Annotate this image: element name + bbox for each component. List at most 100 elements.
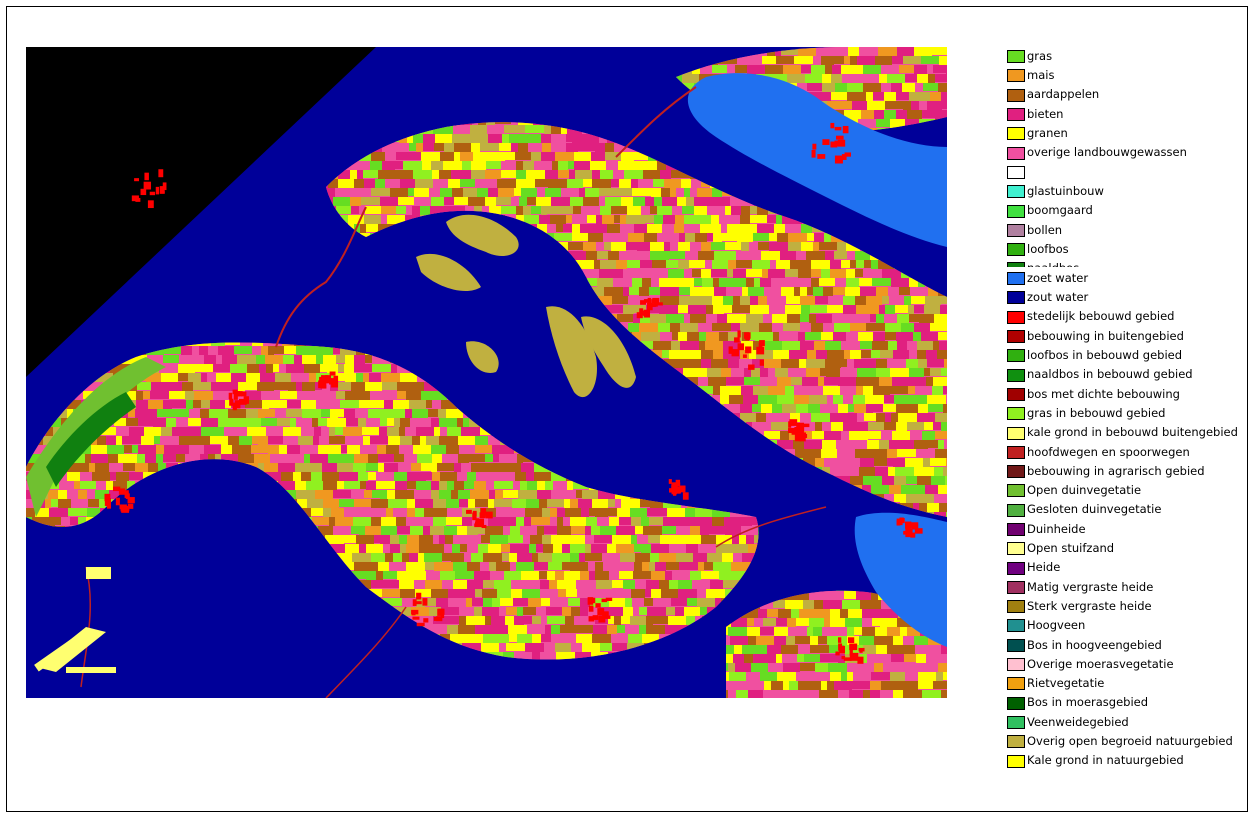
legend-item: overige landbouwgewassen xyxy=(1007,143,1247,162)
legend-item: zoet water xyxy=(1007,269,1247,288)
sandbank-1 xyxy=(446,214,519,257)
legend-item: kale grond in bebouwd buitengebied xyxy=(1007,423,1247,442)
legend-label: zout water xyxy=(1027,290,1089,305)
legend-item: stedelijk bebouwd gebied xyxy=(1007,308,1247,327)
legend-label: Overig open begroeid natuurgebied xyxy=(1027,734,1233,749)
sandbank-5 xyxy=(466,341,499,373)
legend-swatch xyxy=(1007,754,1025,768)
legend-item: Heide xyxy=(1007,558,1247,577)
legend-swatch xyxy=(1007,445,1025,459)
legend-label: Hoogveen xyxy=(1027,618,1086,633)
legend-label: gras xyxy=(1027,48,1053,63)
legend-item: Overige moerasvegetatie xyxy=(1007,655,1247,674)
legend-label: naaldbos in bebouwd gebied xyxy=(1027,367,1193,382)
legend-label: bieten xyxy=(1027,106,1064,121)
legend-label: bos met dichte bebouwing xyxy=(1027,386,1180,401)
legend-swatch xyxy=(1007,146,1025,160)
legend-item xyxy=(1007,163,1247,182)
sandbank-2 xyxy=(416,253,481,292)
legend-swatch xyxy=(1007,185,1025,199)
legend-label: Open duinvegetatie xyxy=(1027,483,1142,498)
legend-item: Kale grond in natuurgebied xyxy=(1007,751,1247,770)
legend-swatch xyxy=(1007,658,1025,672)
legend-item: bollen xyxy=(1007,221,1247,240)
legend-item: Open duinvegetatie xyxy=(1007,481,1247,500)
legend-item: Hoogveen xyxy=(1007,616,1247,635)
legend-swatch xyxy=(1007,349,1025,363)
sandbank-4 xyxy=(581,316,636,388)
legend-swatch xyxy=(1007,50,1025,64)
legend-label: Gesloten duinvegetatie xyxy=(1027,502,1162,517)
legend-swatch xyxy=(1007,735,1025,749)
legend-label: Kale grond in natuurgebied xyxy=(1027,753,1184,768)
legend-swatch xyxy=(1007,330,1025,344)
legend-label: glastuinbouw xyxy=(1027,183,1104,198)
legend-label: bollen xyxy=(1027,222,1063,237)
legend-swatch xyxy=(1007,310,1025,324)
legend-swatch xyxy=(1007,291,1025,305)
legend-swatch xyxy=(1007,223,1025,237)
main-road-2 xyxy=(80,566,92,688)
main-road-5 xyxy=(715,506,827,548)
harbor-southwest xyxy=(34,567,116,673)
legend-label: overige landbouwgewassen xyxy=(1027,145,1187,160)
legend-label: loofbos in bebouwd gebied xyxy=(1027,348,1183,363)
main-road-1 xyxy=(275,206,367,348)
legend-label: Sterk vergraste heide xyxy=(1027,598,1152,613)
legend-item: Bos in moerasgebied xyxy=(1007,694,1247,713)
legend-label: boomgaard xyxy=(1027,203,1093,218)
legend-swatch xyxy=(1007,484,1025,498)
legend-swatch xyxy=(1007,426,1025,440)
legend-label: Overige moerasvegetatie xyxy=(1027,656,1174,671)
main-road-4 xyxy=(615,86,697,158)
legend-swatch xyxy=(1007,69,1025,83)
legend-label: aardappelen xyxy=(1027,87,1100,102)
urban-areas xyxy=(104,122,923,664)
legend-label: kale grond in bebouwd buitengebied xyxy=(1027,425,1238,440)
legend-item: loofbos in bebouwd gebied xyxy=(1007,346,1247,365)
legend-item: boomgaard xyxy=(1007,201,1247,220)
legend-swatch xyxy=(1007,127,1025,141)
legend-label: bebouwing in buitengebied xyxy=(1027,328,1184,343)
legend-swatch xyxy=(1007,407,1025,421)
legend-swatch xyxy=(1007,523,1025,536)
legend-label: Veenweidegebied xyxy=(1027,714,1129,729)
legend-item: Matig vergraste heide xyxy=(1007,578,1247,597)
legend-item: Duinheide xyxy=(1007,520,1247,539)
legend-swatch xyxy=(1007,465,1025,479)
legend-item: gras xyxy=(1007,47,1247,66)
legend-item: aardappelen xyxy=(1007,86,1247,105)
legend-label: gras in bebouwd gebied xyxy=(1027,405,1166,420)
legend-top-panel[interactable]: gras mais aardappelen bieten granen over… xyxy=(1007,47,1247,267)
legend-item: bieten xyxy=(1007,105,1247,124)
legend-label: naaldbos xyxy=(1027,263,1079,267)
legend-swatch xyxy=(1007,503,1025,517)
freshwater-north xyxy=(687,73,947,247)
legend-label: zoet water xyxy=(1027,270,1089,285)
sandbank-3 xyxy=(546,306,597,398)
legend-swatch xyxy=(1007,204,1025,218)
main-road-3 xyxy=(325,606,407,698)
legend-label: bebouwing in agrarisch gebied xyxy=(1027,463,1205,478)
land-west xyxy=(26,342,759,660)
legend-item: bebouwing in buitengebied xyxy=(1007,327,1247,346)
legend-swatch xyxy=(1007,165,1025,179)
legend-label: Matig vergraste heide xyxy=(1027,579,1154,594)
legend-swatch xyxy=(1007,600,1025,614)
legend-swatch xyxy=(1007,368,1025,382)
legend-bottom-panel: zoet water zout water stedelijk bebouwd … xyxy=(1007,269,1247,771)
legend-item: glastuinbouw xyxy=(1007,182,1247,201)
outside-area xyxy=(26,47,376,377)
legend-swatch xyxy=(1007,696,1025,710)
legend-item: mais xyxy=(1007,66,1247,85)
legend-label: Rietvegetatie xyxy=(1027,676,1105,691)
legend-label: Bos in hoogveengebied xyxy=(1027,637,1162,652)
legend-item: Veenweidegebied xyxy=(1007,713,1247,732)
legend-label: mais xyxy=(1027,68,1055,83)
map-legend: gras mais aardappelen bieten granen over… xyxy=(1007,47,1247,771)
legend-label: Heide xyxy=(1027,560,1061,575)
legend-label: Duinheide xyxy=(1027,521,1086,536)
legend-swatch xyxy=(1007,677,1025,691)
legend-label: Open stuifzand xyxy=(1027,541,1115,556)
land-use-map-canvas xyxy=(26,47,947,698)
